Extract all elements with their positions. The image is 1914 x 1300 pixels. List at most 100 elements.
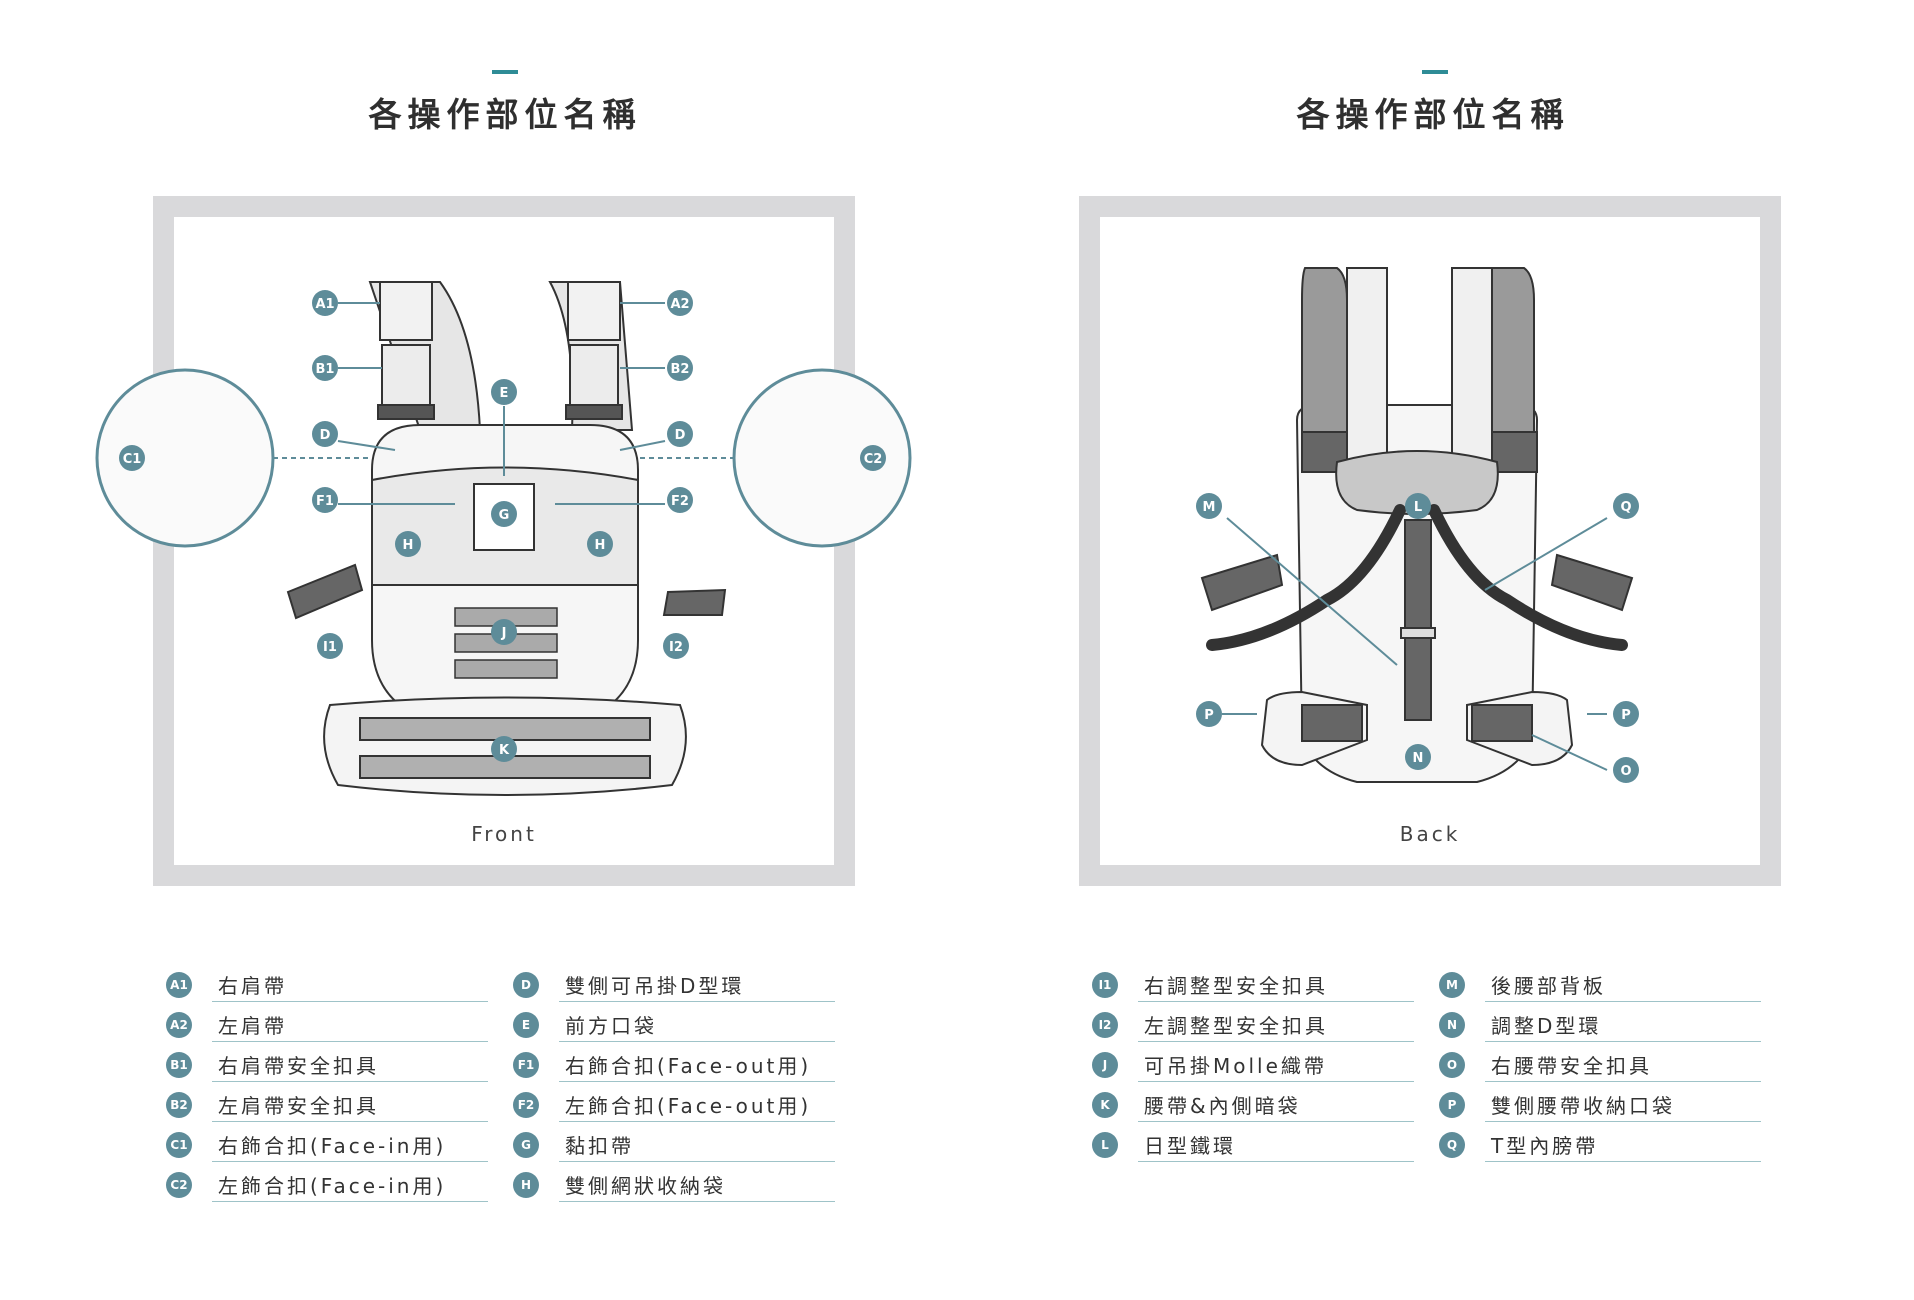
svg-text:G: G — [499, 508, 510, 523]
legend-label: 右腰帶安全扣具 — [1491, 1054, 1652, 1078]
legend-badge: A2 — [166, 1012, 192, 1038]
legend-label: T型內膀帶 — [1491, 1134, 1599, 1158]
marker-E: E — [491, 379, 517, 405]
svg-text:M: M — [1203, 500, 1216, 515]
legend-badge: E — [513, 1012, 539, 1038]
legend-label: 左飾合扣(Face-in用) — [218, 1174, 447, 1198]
marker-G: G — [491, 501, 517, 527]
svg-text:D: D — [675, 428, 686, 443]
legend-badge: H — [513, 1172, 539, 1198]
legend-badge: L — [1092, 1132, 1118, 1158]
marker-C2: C2 — [860, 445, 886, 471]
left-shoulder-strap — [548, 281, 634, 431]
marker-C1: C1 — [119, 445, 145, 471]
legend-badge: O — [1439, 1052, 1465, 1078]
back-waist-belt — [1260, 690, 1574, 767]
marker-F2: F2 — [667, 487, 693, 513]
legend-label: 右肩帶 — [218, 974, 287, 998]
svg-text:O: O — [1620, 764, 1631, 779]
marker-L: L — [1405, 493, 1431, 519]
legend-label: 右肩帶安全扣具 — [218, 1054, 379, 1078]
svg-text:Q: Q — [1620, 500, 1631, 515]
marker-B1: B1 — [312, 355, 338, 381]
legend-item-N: N 調整D型環 — [1439, 1004, 1761, 1044]
back-view-label: Back — [1399, 822, 1461, 846]
legend-item-I1: I1 右調整型安全扣具 — [1092, 964, 1414, 1004]
legend-label: 調整D型環 — [1491, 1014, 1602, 1038]
legend-label: 左調整型安全扣具 — [1144, 1014, 1328, 1038]
front-carrier-diagram: A1 A2 B1 B2 C1 C2 D D E F1 F2 G H H I1 I… — [95, 281, 912, 796]
legend-label: 可吊掛Molle織帶 — [1144, 1054, 1327, 1078]
svg-text:P: P — [1621, 708, 1631, 723]
marker-J: J — [491, 619, 517, 645]
marker-P-right: P — [1196, 701, 1222, 727]
back-leader-lines — [1222, 517, 1608, 771]
legend-badge: K — [1092, 1092, 1118, 1118]
svg-text:A1: A1 — [315, 297, 334, 312]
legend-badge: N — [1439, 1012, 1465, 1038]
legend-label: 腰帶&內側暗袋 — [1144, 1094, 1301, 1118]
legend-badge: I1 — [1092, 972, 1118, 998]
svg-text:J: J — [501, 626, 507, 641]
legend-label: 左肩帶 — [218, 1014, 287, 1038]
svg-text:F2: F2 — [671, 494, 689, 509]
legend-badge: C1 — [166, 1132, 192, 1158]
legend-label: 雙側可吊掛D型環 — [565, 974, 745, 998]
legend-badge: I2 — [1092, 1012, 1118, 1038]
legend-badge: D — [513, 972, 539, 998]
back-section-title: 各操作部位名稱 — [1296, 95, 1570, 134]
legend-label: 右調整型安全扣具 — [1144, 974, 1328, 998]
marker-N: N — [1405, 744, 1431, 770]
legend-label: 雙側腰帶收納口袋 — [1491, 1094, 1675, 1118]
marker-I2: I2 — [663, 633, 689, 659]
marker-I1: I1 — [317, 633, 343, 659]
back-diagram-markers: M L Q P P N O — [1196, 493, 1639, 783]
svg-text:B1: B1 — [316, 362, 335, 377]
svg-text:H: H — [595, 538, 606, 553]
detail-circles — [95, 368, 912, 548]
legend-item-K: K 腰帶&內側暗袋 — [1092, 1084, 1414, 1124]
legend-badge: G — [513, 1132, 539, 1158]
back-center-strap — [1400, 519, 1436, 721]
svg-text:P: P — [1204, 708, 1214, 723]
svg-text:N: N — [1413, 751, 1424, 766]
legend-label: 後腰部背板 — [1491, 974, 1606, 998]
title-accent-bar — [492, 70, 518, 74]
legend-label: 右飾合扣(Face-out用) — [565, 1054, 812, 1078]
leader-lines — [337, 302, 666, 505]
legend-label: 黏扣帶 — [565, 1134, 634, 1158]
marker-P-left: P — [1613, 701, 1639, 727]
legend-badge: C2 — [166, 1172, 192, 1198]
back-waist-pad — [1335, 450, 1499, 515]
legend-badge: B2 — [166, 1092, 192, 1118]
marker-Q: Q — [1613, 493, 1639, 519]
marker-F1: F1 — [312, 487, 338, 513]
legend-item-A2: A2 左肩帶 — [166, 1004, 488, 1044]
svg-text:H: H — [403, 538, 414, 553]
legend-badge: F2 — [513, 1092, 539, 1118]
legend-badge: P — [1439, 1092, 1465, 1118]
marker-M: M — [1196, 493, 1222, 519]
legend-item-G: G 黏扣帶 — [513, 1124, 835, 1164]
marker-D-right: D — [312, 421, 338, 447]
marker-D-left: D — [667, 421, 693, 447]
marker-H-right: H — [395, 531, 421, 557]
back-view-section: 各操作部位名稱 — [957, 0, 1914, 1300]
marker-H-left: H — [587, 531, 613, 557]
legend-badge: J — [1092, 1052, 1118, 1078]
svg-text:D: D — [320, 428, 331, 443]
legend-item-O: O 右腰帶安全扣具 — [1439, 1044, 1761, 1084]
svg-text:B2: B2 — [671, 362, 690, 377]
legend-badge: B1 — [166, 1052, 192, 1078]
marker-A2: A2 — [667, 290, 693, 316]
